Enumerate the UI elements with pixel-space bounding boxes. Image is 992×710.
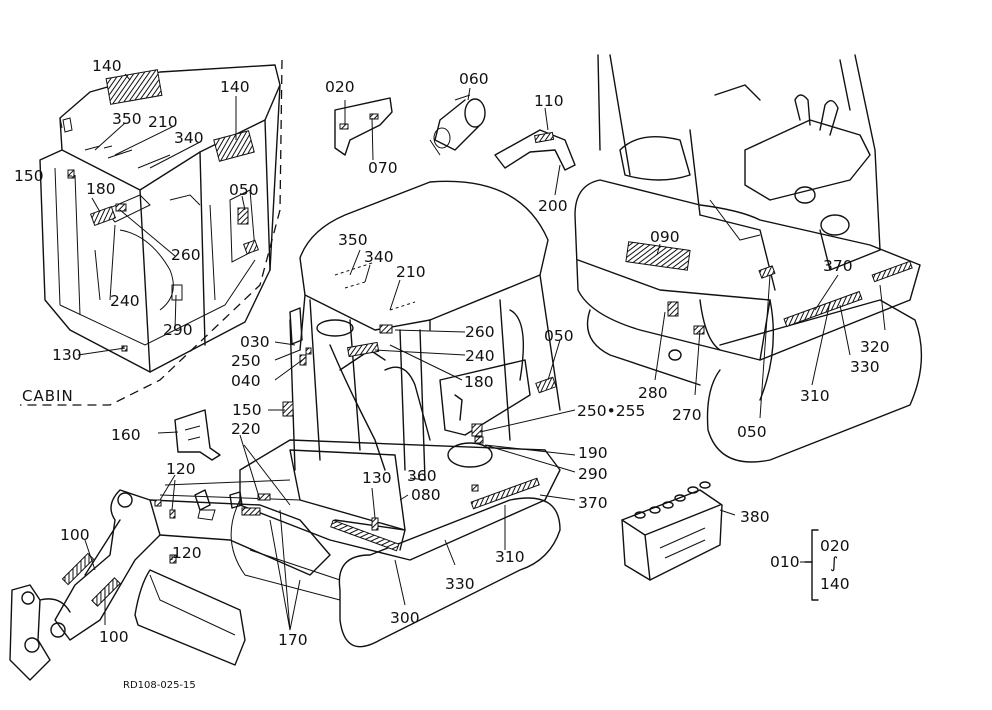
label-360: 360	[407, 467, 437, 485]
label-380: 380	[740, 508, 770, 526]
rear-view-drawing	[574, 54, 923, 463]
label-200: 200	[538, 197, 568, 215]
label-350: 350	[112, 110, 142, 128]
label-020: 020	[325, 78, 355, 96]
cabin-drawing	[20, 59, 283, 406]
label-250: 250	[231, 352, 261, 370]
label-070: 070	[368, 159, 398, 177]
label-300: 300	[390, 609, 420, 627]
label-140: 140	[220, 78, 250, 96]
label-330: 330	[445, 575, 475, 593]
label-090: 090	[650, 228, 680, 246]
label-210: 210	[148, 113, 178, 131]
label-190: 190	[578, 444, 608, 462]
label-130: 130	[362, 469, 392, 487]
label-040: 040	[231, 372, 261, 390]
label-350: 350	[338, 231, 368, 249]
label-340: 340	[174, 129, 204, 147]
label-050: 050	[229, 181, 259, 199]
label-260: 260	[465, 323, 495, 341]
label-310: 310	[495, 548, 525, 566]
label-140: 140	[92, 57, 122, 75]
label-150: 150	[232, 401, 262, 419]
label-120: 120	[172, 544, 202, 562]
label-370: 370	[823, 257, 853, 275]
label-240: 240	[110, 292, 140, 310]
label-170: 170	[278, 631, 308, 649]
leader-lines	[68, 73, 886, 631]
label-210: 210	[396, 263, 426, 281]
set-bracket	[804, 529, 819, 601]
label-150: 150	[14, 167, 44, 185]
cabin-caption: CABIN	[22, 387, 74, 405]
label-330: 330	[850, 358, 880, 376]
label-130: 130	[52, 346, 82, 364]
label-050: 050	[737, 423, 767, 441]
label-180: 180	[86, 180, 116, 198]
label-370: 370	[578, 494, 608, 512]
label-140-set: 140	[820, 575, 850, 593]
label-180: 180	[464, 373, 494, 391]
label-290: 290	[163, 321, 193, 339]
label-010: 010	[770, 553, 800, 571]
label-030: 030	[240, 333, 270, 351]
label-260: 260	[171, 246, 201, 264]
label-340: 340	[364, 248, 394, 266]
label-080: 080	[411, 486, 441, 504]
label-280: 280	[638, 384, 668, 402]
label-160: 160	[111, 426, 141, 444]
label-240: 240	[465, 347, 495, 365]
drawing-number: RD108-025-15	[123, 680, 196, 691]
label-050: 050	[544, 327, 574, 345]
label-320: 320	[860, 338, 890, 356]
label-100: 100	[99, 628, 129, 646]
small-parts-drawing	[334, 94, 576, 171]
label-060: 060	[459, 70, 489, 88]
label-290: 290	[578, 465, 608, 483]
label-100: 100	[60, 526, 90, 544]
label-120: 120	[166, 460, 196, 478]
bracket-drawing	[174, 409, 221, 461]
label-range-symbol: ∫	[830, 554, 838, 572]
label-110: 110	[534, 92, 564, 110]
battery-drawing	[621, 481, 723, 581]
label-310: 310	[800, 387, 830, 405]
label-220: 220	[231, 420, 261, 438]
part-labels: 140 140 350 210 340 150 180 050 260 240 …	[14, 57, 890, 691]
label-270: 270	[672, 406, 702, 424]
label-020-set: 020	[820, 537, 850, 555]
label-250-255: 250•255	[577, 402, 645, 420]
